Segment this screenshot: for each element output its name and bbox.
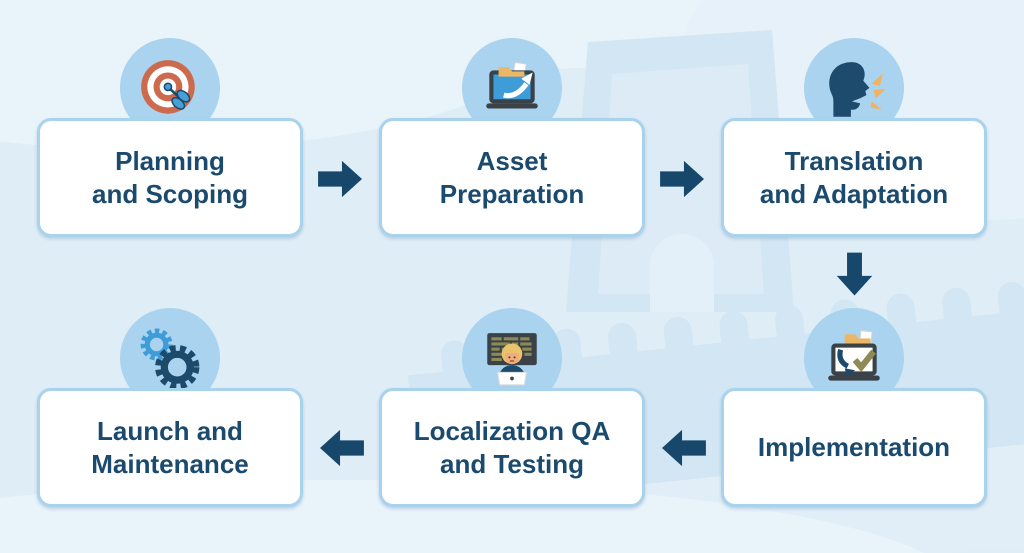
flow-arrow-right-icon	[660, 158, 706, 200]
step-label-line: Maintenance	[91, 448, 249, 479]
step-label-line: and Adaptation	[759, 178, 949, 209]
step-box: Localization QA and Testing	[379, 388, 645, 507]
step-implementation: Implementation	[721, 308, 987, 507]
flow-arrow-left-icon	[318, 427, 364, 469]
step-planning-and-scoping: Planning and Scoping	[37, 38, 303, 237]
step-box: Launch and Maintenance	[37, 388, 303, 507]
flow-arrow-right-icon	[318, 158, 364, 200]
laptop-folder-check-icon	[828, 330, 880, 381]
step-launch-and-maintenance: Launch and Maintenance	[37, 308, 303, 507]
step-box: Planning and Scoping	[37, 118, 303, 237]
step-box: Asset Preparation	[379, 118, 645, 237]
speaking-head-icon	[829, 62, 886, 117]
step-translation-and-adaptation: Translation and Adaptation	[721, 38, 987, 237]
step-label-line: Implementation	[757, 432, 951, 462]
step-asset-preparation: Asset Preparation	[379, 38, 645, 237]
step-label-line: and Testing	[440, 448, 584, 479]
qa-engineer-laptop-icon	[487, 333, 537, 386]
step-localization-qa-and-testing: Localization QA and Testing	[379, 308, 645, 507]
step-box: Implementation	[721, 388, 987, 507]
step-label-line: Translation	[784, 145, 924, 176]
step-label-line: Asset	[476, 145, 548, 176]
flow-arrow-down-icon	[834, 252, 875, 298]
step-label-line: Preparation	[439, 178, 585, 209]
laptop-folder-export-icon	[486, 61, 538, 109]
step-label-line: Localization QA	[413, 415, 611, 446]
step-label-line: and Scoping	[92, 178, 248, 209]
step-label-line: Planning	[115, 145, 225, 176]
step-box: Translation and Adaptation	[721, 118, 987, 237]
step-label-line: Launch and	[97, 415, 243, 446]
gears-icon	[140, 328, 200, 390]
flow-arrow-left-icon	[660, 427, 706, 469]
target-darts-icon	[141, 60, 195, 114]
